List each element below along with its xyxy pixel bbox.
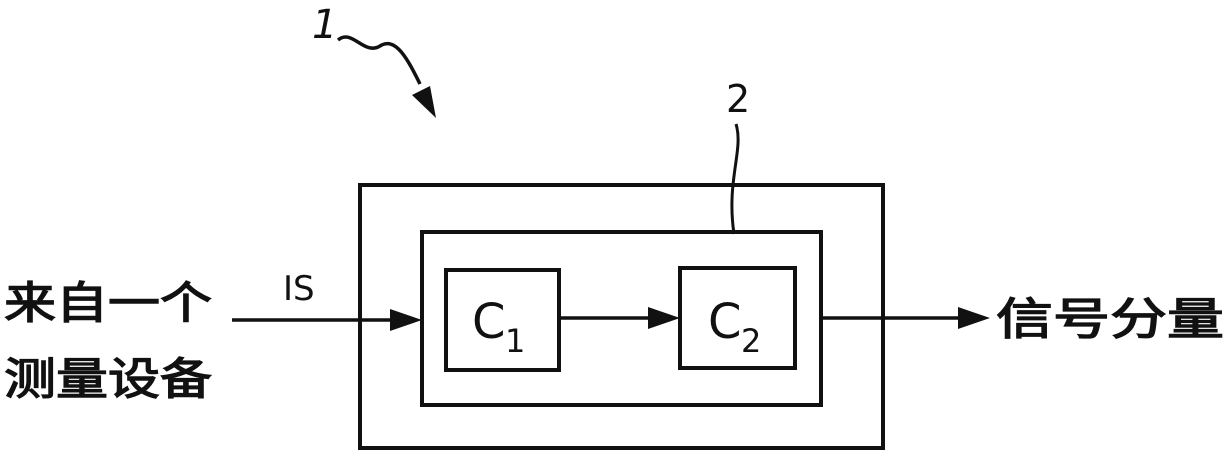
- reference-numeral-2: 2: [726, 77, 750, 121]
- c1-to-c2-arrowhead: [648, 307, 680, 329]
- output-label: 信号分量: [996, 294, 1224, 345]
- block-c1-letter: C: [472, 294, 506, 350]
- input-signal-label: IS: [283, 269, 315, 309]
- leader-arrowhead-1: [412, 86, 436, 118]
- block-c1-subscript: 1: [505, 322, 525, 360]
- output-arrowhead: [958, 307, 990, 329]
- reference-numeral-1: 1: [312, 2, 337, 48]
- leader-line-1: [338, 37, 420, 84]
- input-arrowhead: [390, 309, 422, 331]
- block-c2-letter: C: [708, 294, 742, 350]
- input-source-label-line1: 来自一个: [4, 278, 212, 329]
- block-c2-subscript: 2: [741, 322, 761, 360]
- input-source-label-line2: 测量设备: [4, 354, 213, 405]
- leader-line-2: [732, 124, 738, 234]
